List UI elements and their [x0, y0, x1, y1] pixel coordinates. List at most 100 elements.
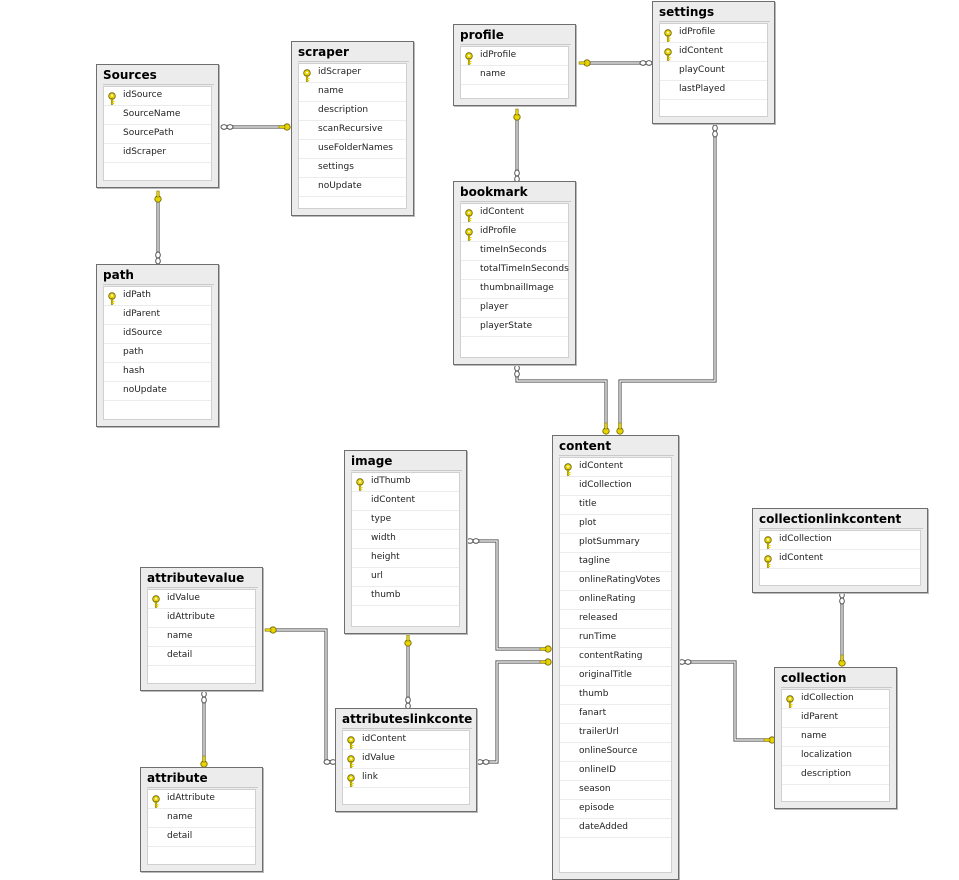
column-row[interactable]: link — [343, 769, 469, 788]
relationship-sources-path[interactable] — [154, 190, 162, 265]
column-row[interactable]: lastPlayed — [660, 81, 767, 100]
column-row[interactable]: noUpdate — [104, 382, 211, 401]
column-row[interactable]: type — [352, 511, 459, 530]
column-row[interactable]: SourceName — [104, 106, 211, 125]
column-row[interactable]: player — [461, 299, 568, 318]
column-row[interactable]: idContent — [660, 43, 767, 62]
column-row[interactable]: contentRating — [560, 648, 671, 667]
relationship-attributevalue-attributeslinkcontent[interactable] — [264, 626, 337, 765]
column-row[interactable]: thumb — [352, 587, 459, 606]
column-row[interactable]: idProfile — [461, 47, 568, 66]
column-row[interactable]: idCollection — [760, 531, 920, 550]
column-row[interactable]: idContent — [760, 550, 920, 569]
column-row[interactable]: detail — [148, 647, 255, 666]
column-row[interactable]: trailerUrl — [560, 724, 671, 743]
column-row[interactable]: idAttribute — [148, 790, 255, 809]
column-row[interactable]: noUpdate — [299, 178, 406, 197]
column-row[interactable]: name — [299, 83, 406, 102]
column-row[interactable]: path — [104, 344, 211, 363]
column-row[interactable]: fanart — [560, 705, 671, 724]
column-row[interactable]: idParent — [782, 709, 889, 728]
column-row[interactable]: originalTitle — [560, 667, 671, 686]
column-row[interactable]: onlineID — [560, 762, 671, 781]
relationship-attribute-attributevalue[interactable] — [200, 690, 208, 768]
relationship-content-image[interactable] — [466, 538, 552, 653]
column-row[interactable]: idCollection — [560, 477, 671, 496]
column-row[interactable]: idParent — [104, 306, 211, 325]
column-row[interactable]: idScraper — [104, 144, 211, 163]
column-row[interactable]: settings — [299, 159, 406, 178]
column-row[interactable]: idContent — [343, 731, 469, 750]
relationship-scraper-sources[interactable] — [220, 123, 291, 131]
table-attributeslinkcontent[interactable]: attributeslinkcontentidContentidValuelin… — [335, 708, 477, 812]
column-row[interactable]: plotSummary — [560, 534, 671, 553]
column-row[interactable]: idProfile — [660, 24, 767, 43]
column-row[interactable]: name — [148, 809, 255, 828]
column-row[interactable]: idValue — [343, 750, 469, 769]
column-row[interactable]: thumb — [560, 686, 671, 705]
column-row[interactable]: title — [560, 496, 671, 515]
column-row[interactable]: description — [782, 766, 889, 785]
column-row[interactable]: idCollection — [782, 690, 889, 709]
column-row[interactable]: playerState — [461, 318, 568, 337]
column-row[interactable]: useFolderNames — [299, 140, 406, 159]
column-row[interactable]: episode — [560, 800, 671, 819]
column-row[interactable]: name — [148, 628, 255, 647]
column-row[interactable]: idScraper — [299, 64, 406, 83]
column-row[interactable]: idProfile — [461, 223, 568, 242]
column-row[interactable]: description — [299, 102, 406, 121]
relationship-profile-settings[interactable] — [578, 59, 653, 67]
relationship-collection-content[interactable] — [678, 659, 776, 744]
column-row[interactable]: runTime — [560, 629, 671, 648]
column-row[interactable]: url — [352, 568, 459, 587]
column-row[interactable]: idContent — [560, 458, 671, 477]
column-row[interactable]: idContent — [352, 492, 459, 511]
column-row[interactable]: idValue — [148, 590, 255, 609]
column-row[interactable]: dateAdded — [560, 819, 671, 838]
column-row[interactable]: timeInSeconds — [461, 242, 568, 261]
relationship-content-attributeslinkcontent[interactable] — [476, 658, 552, 765]
column-row[interactable]: totalTimeInSeconds — [461, 261, 569, 280]
column-row[interactable]: detail — [148, 828, 255, 847]
column-row[interactable]: name — [461, 66, 568, 85]
column-row[interactable]: onlineRatingVotes — [560, 572, 671, 591]
column-row[interactable]: idAttribute — [148, 609, 255, 628]
column-row[interactable]: width — [352, 530, 459, 549]
relationship-profile-bookmark[interactable] — [513, 108, 521, 183]
column-row[interactable]: playCount — [660, 62, 767, 81]
relationship-image-attributeslinkcontent[interactable] — [404, 634, 412, 710]
relationship-content-settings[interactable] — [616, 124, 718, 435]
column-row[interactable]: onlineSource — [560, 743, 671, 762]
column-row[interactable]: released — [560, 610, 671, 629]
column-row[interactable]: SourcePath — [104, 125, 211, 144]
column-row[interactable]: height — [352, 549, 459, 568]
relationship-collection-collectionlinkcontent[interactable] — [838, 591, 846, 667]
column-row[interactable]: hash — [104, 363, 211, 382]
column-row[interactable]: idContent — [461, 204, 568, 223]
column-row[interactable]: scanRecursive — [299, 121, 406, 140]
column-row[interactable]: thumbnailImage — [461, 280, 568, 299]
relationship-content-bookmark[interactable] — [514, 364, 610, 435]
column-row[interactable]: name — [782, 728, 889, 747]
column-row[interactable]: season — [560, 781, 671, 800]
column-row[interactable]: localization — [782, 747, 889, 766]
column-row[interactable]: idPath — [104, 287, 211, 306]
column-row[interactable]: idThumb — [352, 473, 459, 492]
column-row[interactable]: idSource — [104, 325, 211, 344]
column-row[interactable]: idSource — [104, 87, 211, 106]
column-row[interactable]: tagline — [560, 553, 671, 572]
column-row[interactable]: plot — [560, 515, 671, 534]
column-row[interactable]: onlineRating — [560, 591, 671, 610]
